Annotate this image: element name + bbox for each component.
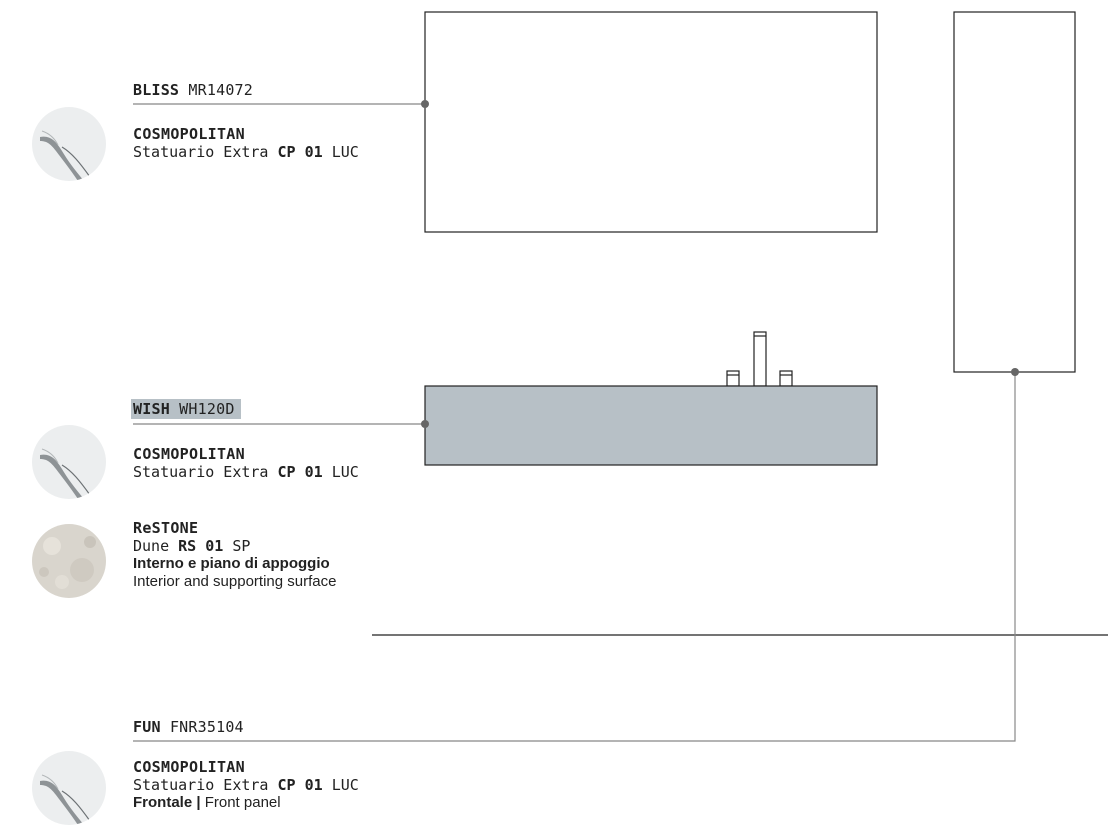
material-brand: COSMOPOLITAN (133, 758, 245, 776)
highlight-box: WISH WH120D (131, 399, 241, 419)
note-italian: Interno e piano di appoggio (133, 555, 330, 572)
material-brand: COSMOPOLITAN (133, 445, 245, 463)
note-english: Front panel (204, 794, 281, 811)
finish-name: Statuario Extra (133, 776, 269, 794)
finish-code: CP 01 (277, 463, 323, 481)
finish-name: Statuario Extra (133, 463, 269, 481)
product-label-wish: WISH WH120D (131, 399, 241, 419)
finish-code: CP 01 (277, 143, 323, 161)
material-brand: COSMOPOLITAN (133, 125, 245, 143)
finish-code: CP 01 (277, 776, 323, 794)
leader-dots (421, 100, 1019, 428)
material-label: COSMOPOLITAN Statuario Extra CP 01 LUC (133, 445, 359, 481)
product-code: FNR35104 (169, 718, 244, 736)
tall-cabinet-outline (953, 11, 1076, 373)
product-name: WISH (133, 400, 170, 418)
faucet (726, 331, 793, 387)
swatch-statuario-marble (32, 751, 106, 825)
product-label-bliss: BLISS MR14072 (133, 81, 253, 99)
finish-name: Dune (133, 537, 170, 555)
material-label: COSMOPOLITAN Statuario Extra CP 01 LUC (133, 125, 359, 161)
material-label: ReSTONE Dune RS 01 SP Interno e piano di… (133, 519, 336, 591)
swatch-dune-stone (32, 524, 106, 598)
mirror-outline (424, 11, 878, 233)
finish-type: LUC (331, 143, 359, 161)
vanity-cabinet (424, 385, 878, 466)
leader-lines (133, 103, 1016, 742)
product-code: WH120D (179, 400, 235, 418)
product-label-fun: FUN FNR35104 (133, 718, 244, 736)
note-italian: Frontale | (133, 794, 201, 811)
material-label: COSMOPOLITAN Statuario Extra CP 01 LUC F… (133, 758, 359, 812)
finish-name: Statuario Extra (133, 143, 269, 161)
swatch-statuario-marble (32, 107, 106, 181)
material-brand: ReSTONE (133, 519, 199, 537)
finish-type: SP (232, 537, 251, 555)
finish-type: LUC (331, 463, 359, 481)
note-english: Interior and supporting surface (133, 573, 337, 590)
finish-type: LUC (331, 776, 359, 794)
finish-code: RS 01 (178, 537, 224, 555)
product-code: MR14072 (188, 81, 254, 99)
swatch-statuario-marble (32, 425, 106, 499)
product-name: BLISS (133, 81, 180, 99)
product-name: FUN (133, 718, 161, 736)
